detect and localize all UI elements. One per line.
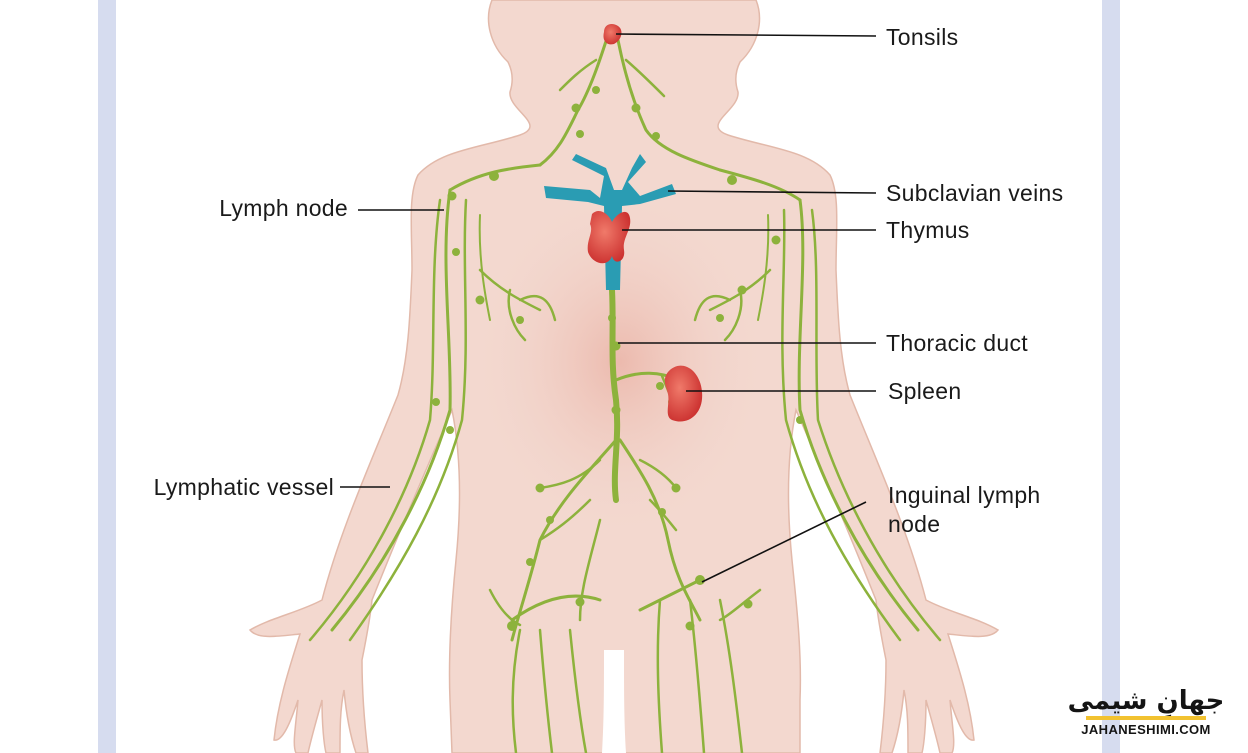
spleen-organ — [664, 365, 703, 422]
left-frame-band — [98, 0, 116, 753]
label-inguinal-lymph-node-line2: node — [888, 511, 940, 537]
lymph-nodes — [432, 86, 804, 631]
thymus-organ — [587, 211, 631, 264]
label-thymus: Thymus — [886, 217, 970, 243]
label-inguinal-lymph-node-line1: Inguinal lymph — [888, 482, 1041, 508]
label-subclavian-veins: Subclavian veins — [886, 180, 1063, 206]
watermark-logo: جهانِ شیمی JAHANESHIMI.COM — [1064, 684, 1228, 746]
watermark-main-text: جهانِ شیمی — [1067, 686, 1225, 716]
tonsils-organ — [603, 24, 622, 45]
leader-lines — [340, 33, 877, 583]
label-thoracic-duct: Thoracic duct — [886, 330, 1028, 356]
label-lymph-node: Lymph node — [219, 195, 348, 221]
label-spleen: Spleen — [888, 378, 961, 404]
right-frame-band — [1102, 0, 1120, 753]
watermark-url: JAHANESHIMI.COM — [1081, 722, 1211, 737]
leg-gap — [602, 650, 626, 753]
label-lymphatic-vessel: Lymphatic vessel — [154, 474, 334, 500]
watermark-underline — [1086, 716, 1206, 720]
label-tonsils: Tonsils — [886, 24, 958, 50]
